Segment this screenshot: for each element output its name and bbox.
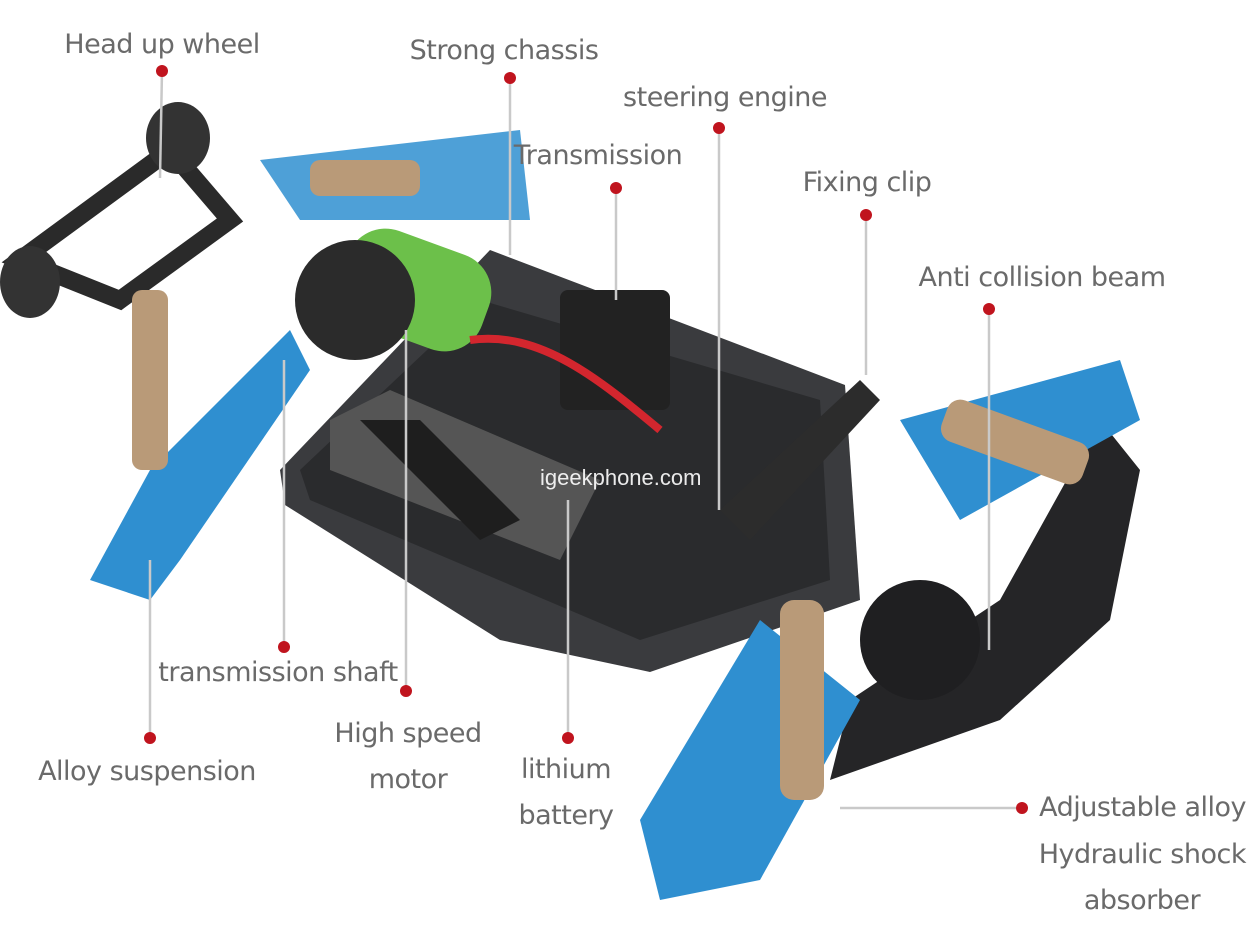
- label-head-up-wheel: Head up wheel: [64, 29, 259, 60]
- front-tower: [860, 580, 980, 700]
- wheelie-wheel: [146, 102, 210, 174]
- front-shock-left: [780, 600, 824, 800]
- rear-top-shock: [310, 160, 420, 196]
- label-transmission: Transmission: [513, 140, 682, 171]
- label-anti-collision-beam: Anti collision beam: [919, 262, 1166, 293]
- rear-arm: [90, 330, 310, 600]
- label-steering-engine: steering engine: [623, 82, 827, 113]
- label-fixing-clip: Fixing clip: [803, 167, 932, 198]
- label-shock-absorber-2: Hydraulic shock: [1039, 839, 1247, 870]
- label-shock-absorber-3: absorber: [1084, 885, 1202, 916]
- label-transmission-shaft: transmission shaft: [158, 657, 397, 688]
- label-high-speed-motor-2: motor: [369, 764, 449, 795]
- battery-strap: [360, 420, 520, 540]
- label-alloy-suspension: Alloy suspension: [38, 756, 256, 787]
- marker-dots: [144, 65, 1028, 814]
- front-shock-right: [940, 399, 1090, 485]
- label-high-speed-motor-1: High speed: [334, 718, 481, 749]
- wheelie-wheel: [0, 246, 60, 318]
- esc: [560, 290, 670, 410]
- label-lithium-battery-1: lithium: [521, 754, 611, 785]
- label-shock-absorber-1: Adjustable alloy: [1039, 792, 1246, 823]
- wheelie-bar: [1, 137, 244, 311]
- rear-shock: [132, 290, 168, 470]
- watermark: igeekphone.com: [540, 465, 701, 490]
- label-strong-chassis: Strong chassis: [410, 35, 599, 66]
- leader-lines: [148, 70, 1022, 810]
- motor-mount: [295, 240, 415, 360]
- labels: Head up wheel Strong chassis steering en…: [38, 29, 1247, 916]
- label-lithium-battery-2: battery: [518, 800, 614, 831]
- wires: [469, 334, 663, 434]
- steering-linkage: [720, 380, 880, 540]
